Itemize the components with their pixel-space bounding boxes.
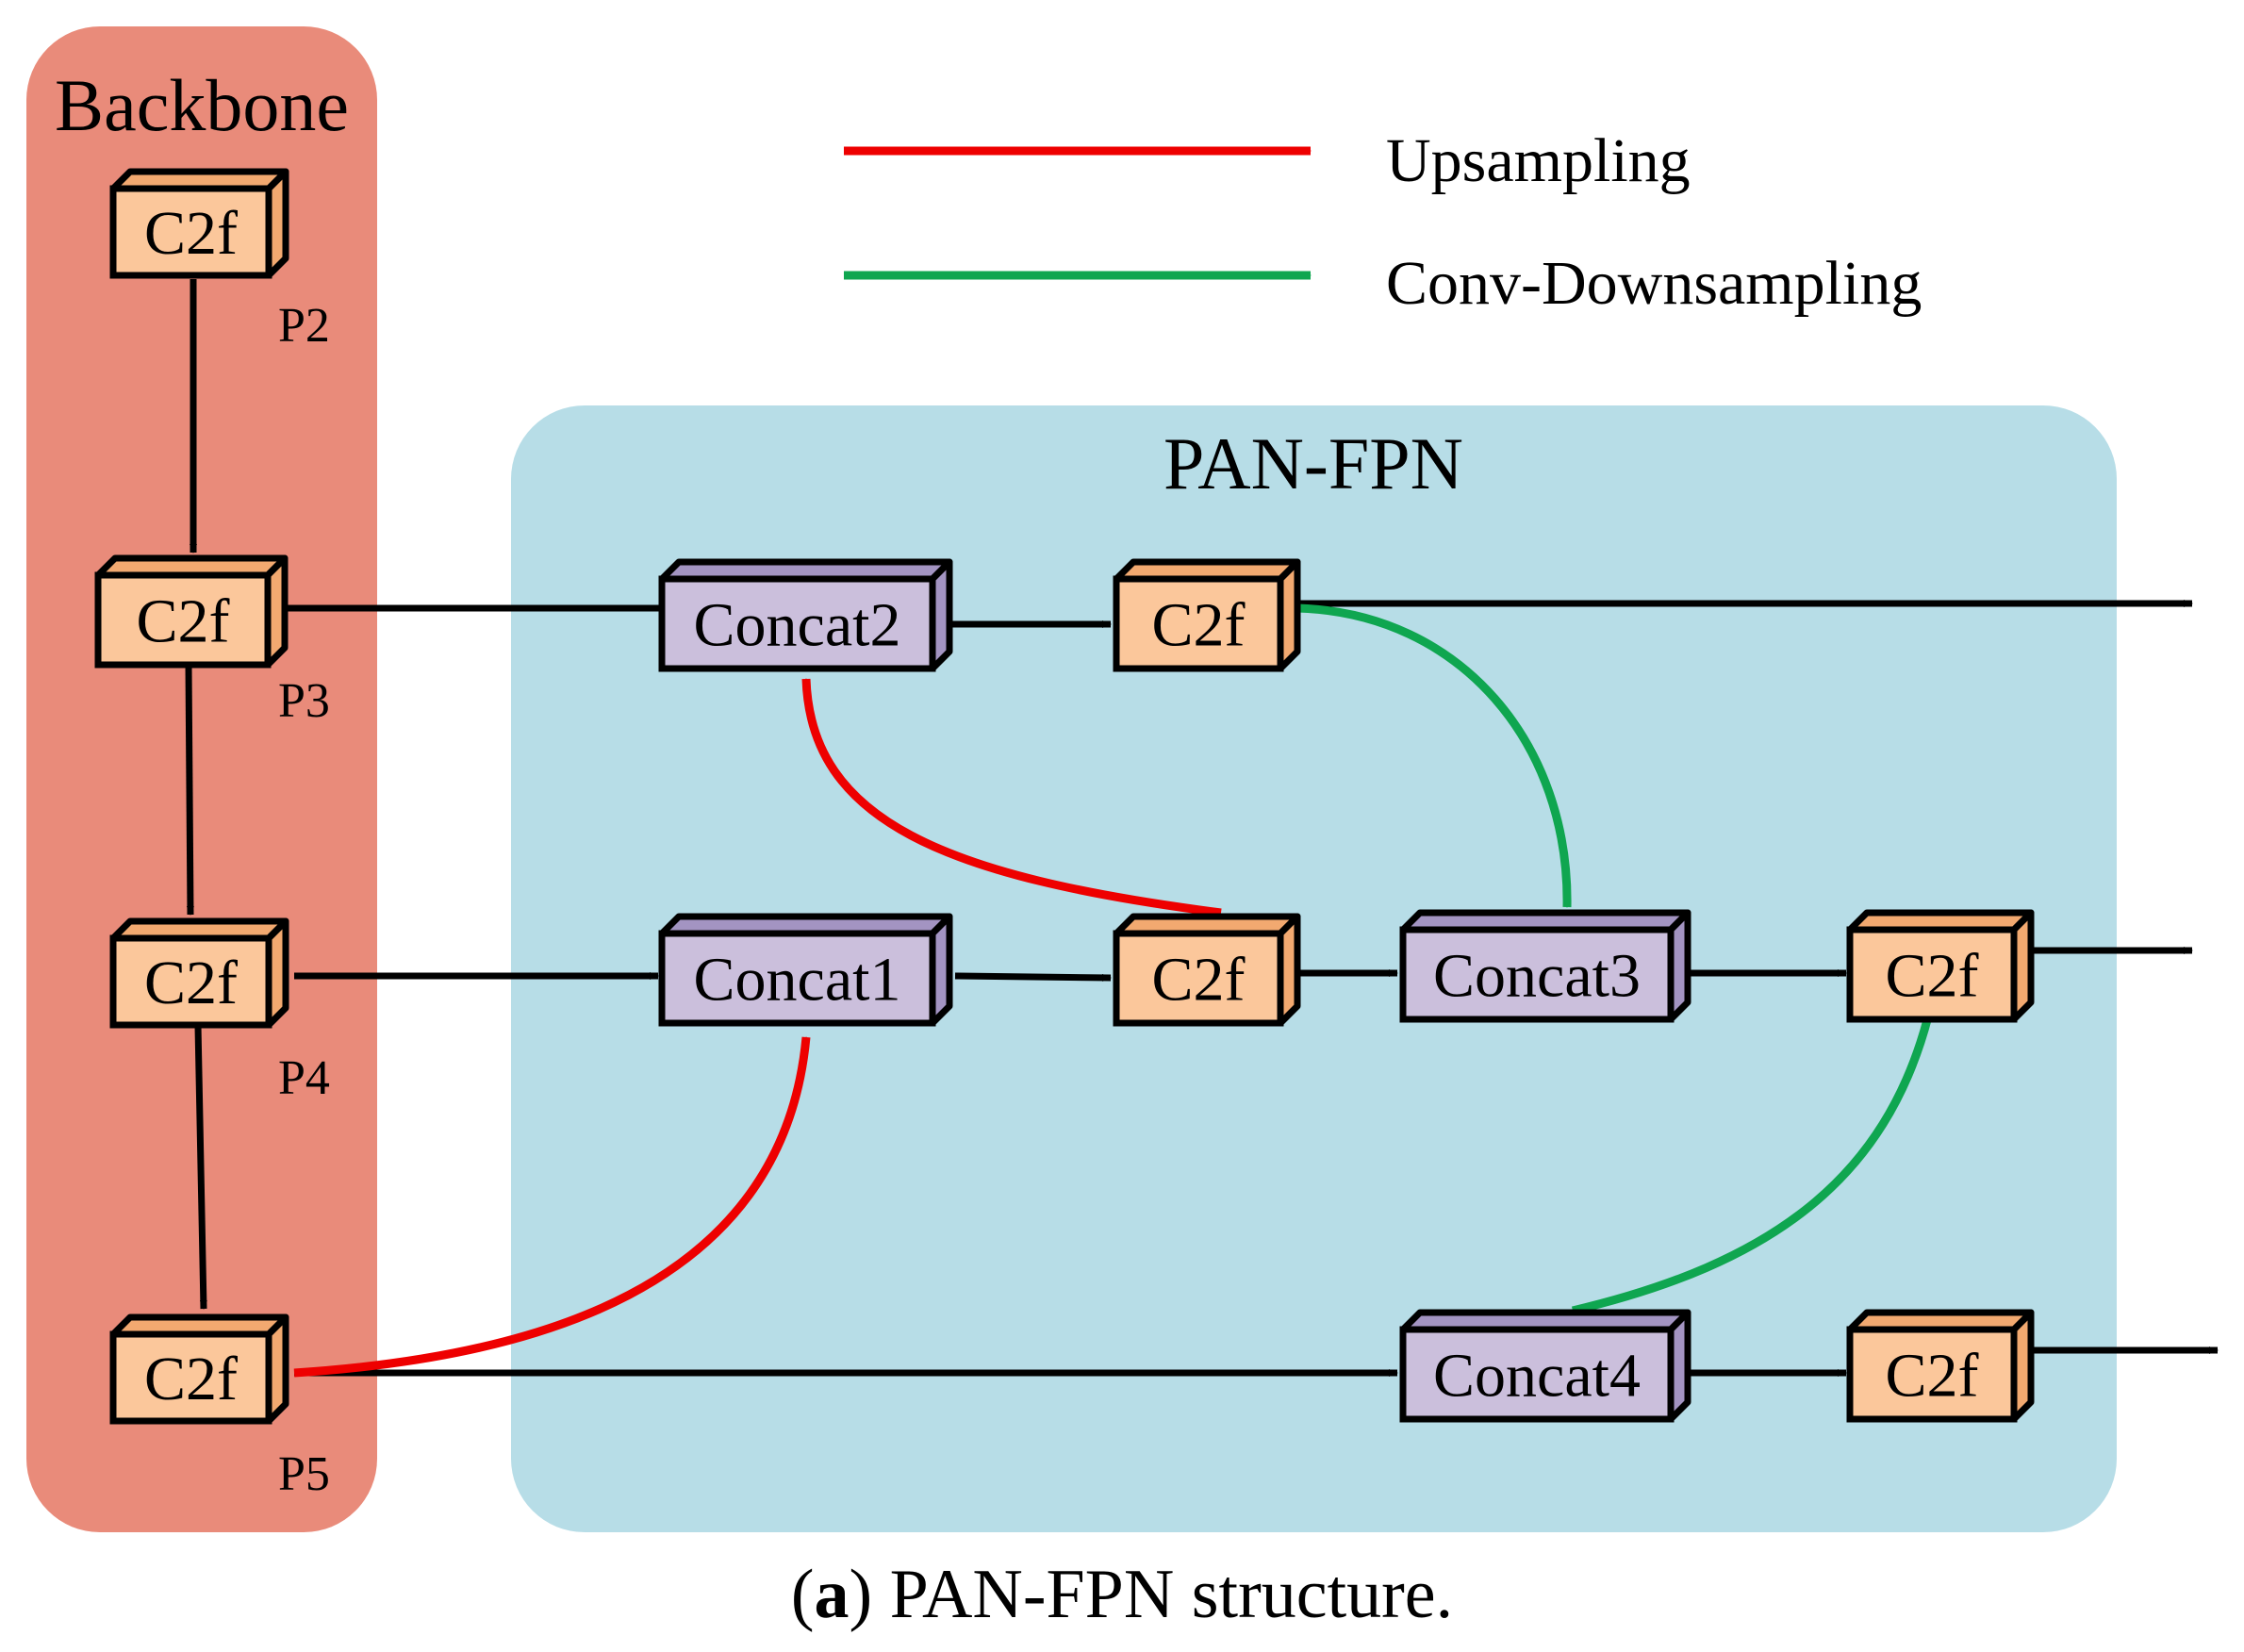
level-label-p2: P2 bbox=[278, 299, 330, 353]
node-front-face bbox=[1113, 575, 1284, 672]
node-label: C2f bbox=[1886, 1342, 1979, 1411]
node-label: C2f bbox=[144, 949, 238, 1017]
node-bb-p5: C2f bbox=[109, 1313, 289, 1425]
node-concat1: Concat1 bbox=[658, 913, 953, 1027]
downsample-c2fmidright-to-concat4 bbox=[1571, 1015, 1933, 1315]
node-front-face bbox=[1399, 926, 1675, 1023]
figure-caption: (a) PAN-FPN structure. bbox=[791, 1556, 1453, 1633]
node-front-face bbox=[1399, 1326, 1675, 1423]
node-label: C2f bbox=[1152, 946, 1246, 1015]
node-label: C2f bbox=[144, 1345, 238, 1413]
downsample-c2ftop-to-concat3 bbox=[1296, 603, 1572, 908]
node-label: Concat2 bbox=[694, 591, 901, 660]
node-bb-p4: C2f bbox=[109, 917, 289, 1029]
arrow-p3-to-p4 bbox=[185, 665, 194, 916]
node-front-face bbox=[94, 571, 272, 669]
level-label-p5: P5 bbox=[278, 1447, 330, 1501]
upsample-p5-to-concat1 bbox=[293, 1036, 811, 1378]
node-front-face bbox=[658, 930, 936, 1027]
node-label: C2f bbox=[144, 199, 238, 268]
level-label-p3: P3 bbox=[278, 674, 330, 728]
node-label: C2f bbox=[1886, 942, 1979, 1011]
legend-upsampling-label: Upsampling bbox=[1386, 126, 1691, 195]
node-front-face bbox=[1113, 930, 1284, 1027]
node-label: Concat4 bbox=[1433, 1342, 1641, 1411]
node-c2f-mid: C2f bbox=[1113, 913, 1301, 1027]
node-c2f-top: C2f bbox=[1113, 558, 1301, 672]
node-concat2: Concat2 bbox=[658, 558, 953, 672]
pan-fpn-title: PAN-FPN bbox=[1163, 422, 1463, 504]
node-bb-p2: C2f bbox=[109, 168, 289, 279]
node-front-face bbox=[1846, 1326, 2018, 1423]
node-front-face bbox=[109, 185, 272, 279]
node-label: C2f bbox=[1152, 591, 1246, 660]
legend-downsampling-label: Conv-Downsampling bbox=[1386, 249, 1922, 318]
node-concat3: Concat3 bbox=[1399, 909, 1691, 1023]
node-front-face bbox=[1846, 926, 2018, 1023]
node-label: Concat1 bbox=[694, 946, 901, 1015]
upsample-c2fmid-to-concat2 bbox=[801, 678, 1222, 917]
backbone-title: Backbone bbox=[55, 64, 349, 146]
pan-fpn-panel bbox=[511, 405, 2117, 1532]
backbone-panel bbox=[26, 26, 377, 1532]
node-concat4: Concat4 bbox=[1399, 1309, 1691, 1423]
node-front-face bbox=[658, 575, 936, 672]
node-label: C2f bbox=[137, 587, 230, 656]
level-label-p4: P4 bbox=[278, 1051, 330, 1105]
node-front-face bbox=[109, 934, 272, 1029]
node-label: Concat3 bbox=[1433, 942, 1641, 1011]
node-bb-p3: C2f bbox=[94, 554, 289, 669]
arrow-concat1-to-c2f-mid bbox=[954, 972, 1112, 982]
node-c2f-mid-right: C2f bbox=[1846, 909, 2035, 1023]
node-front-face bbox=[109, 1330, 272, 1425]
arrow-p4-to-p5 bbox=[194, 1025, 207, 1310]
node-c2f-bottom-right: C2f bbox=[1846, 1309, 2035, 1423]
